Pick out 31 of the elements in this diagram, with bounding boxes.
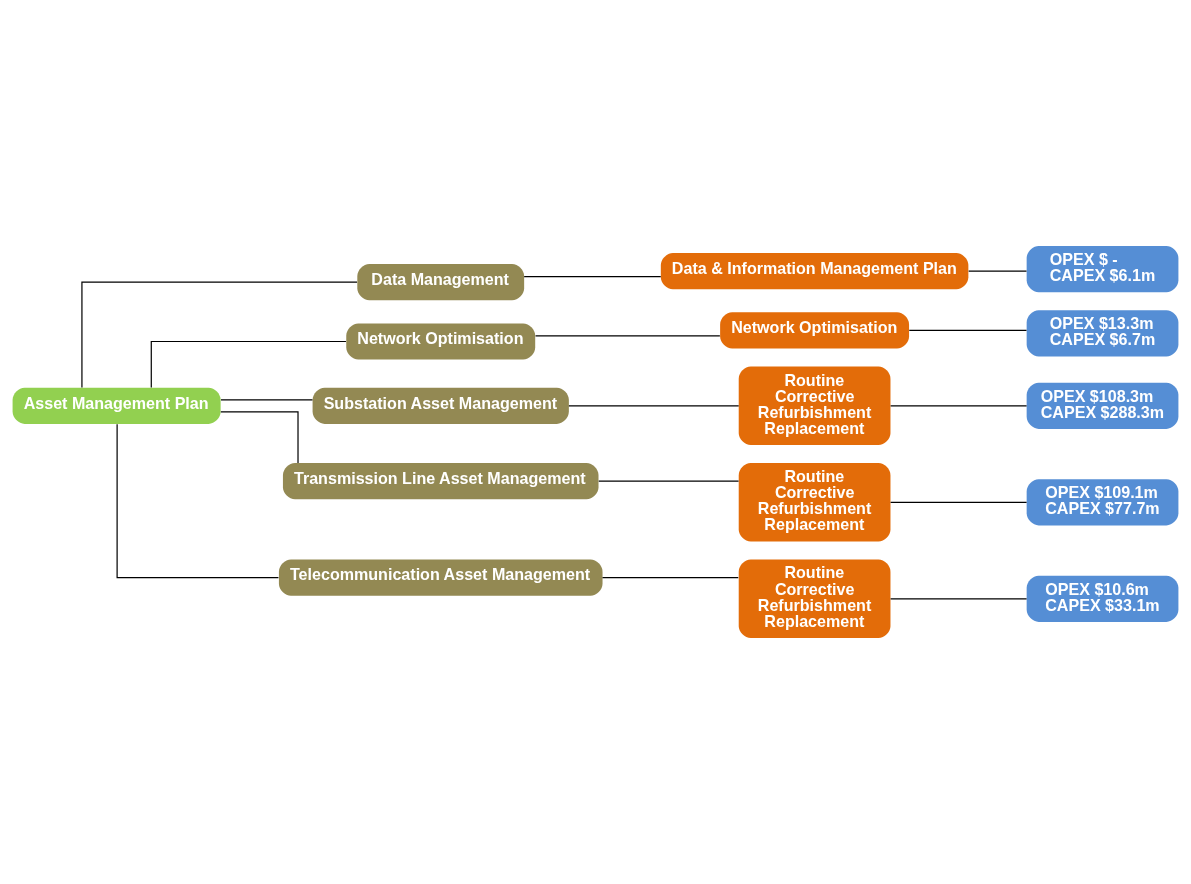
node-box: Asset Management Plan bbox=[12, 387, 221, 424]
node-box: Routine Corrective Refurbishment Replacement bbox=[738, 559, 891, 638]
connector bbox=[220, 399, 314, 401]
connector bbox=[150, 340, 347, 389]
node-box: Routine Corrective Refurbishment Replacement bbox=[738, 463, 891, 542]
node-box: Transmission Line Asset Management bbox=[282, 463, 599, 500]
node-box: Network Optimisation bbox=[720, 312, 910, 349]
node-box: Data & Information Management Plan bbox=[660, 253, 969, 290]
connector bbox=[968, 270, 1028, 272]
connector bbox=[116, 423, 280, 579]
connector bbox=[908, 329, 1028, 332]
node-box: OPEX $108.3m CAPEX $288.3m bbox=[1026, 382, 1179, 429]
connector bbox=[890, 501, 1028, 503]
connector bbox=[890, 405, 1028, 407]
connector bbox=[81, 281, 358, 389]
node-box: Network Optimisation bbox=[346, 323, 536, 360]
node-box: OPEX $ - CAPEX $6.1m bbox=[1026, 246, 1179, 293]
connector bbox=[601, 577, 739, 579]
connector bbox=[523, 276, 662, 278]
node-box: Data Management bbox=[357, 264, 525, 301]
connector bbox=[220, 411, 299, 464]
node-box: OPEX $10.6m CAPEX $33.1m bbox=[1026, 575, 1179, 622]
connector bbox=[568, 405, 740, 407]
node-box: OPEX $109.1m CAPEX $77.7m bbox=[1026, 479, 1179, 526]
connector bbox=[598, 480, 740, 482]
node-box: Substation Asset Management bbox=[312, 387, 569, 424]
node-box: Routine Corrective Refurbishment Replacement bbox=[738, 366, 891, 445]
connector bbox=[534, 335, 721, 337]
node-box: Telecommunication Asset Management bbox=[278, 559, 603, 596]
connector bbox=[890, 598, 1028, 600]
node-box: OPEX $13.3m CAPEX $6.7m bbox=[1026, 310, 1179, 357]
